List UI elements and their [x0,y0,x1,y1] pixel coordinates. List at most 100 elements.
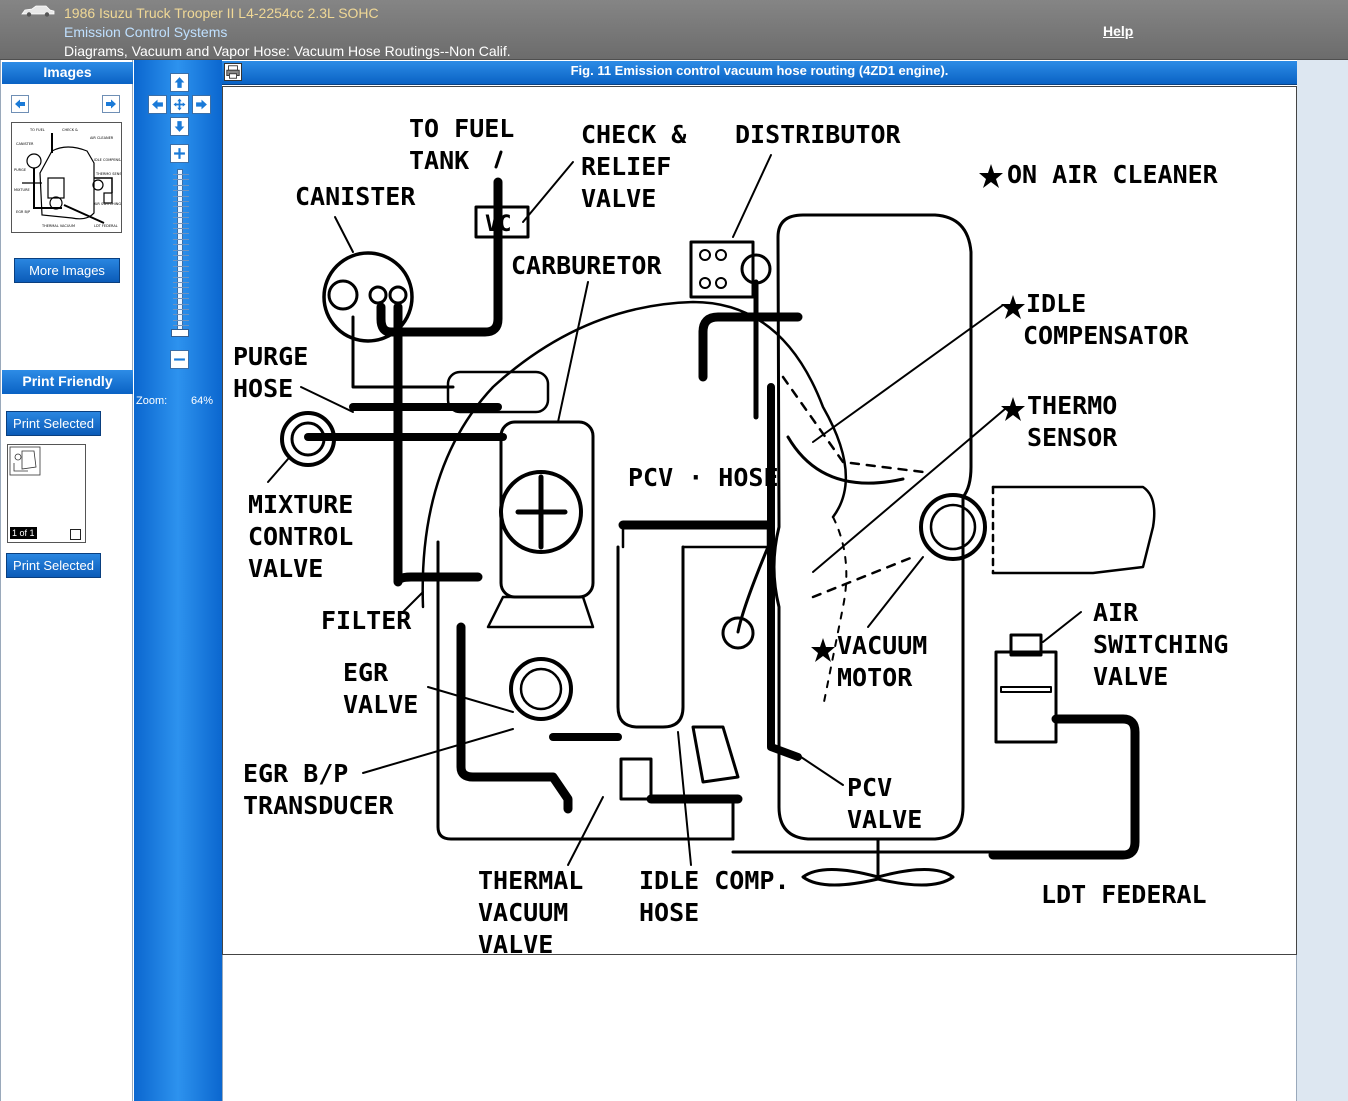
zoom-tick [173,228,189,229]
zoom-tick [173,303,189,305]
vacuum-hose-diagram: TO FUEL TANK CANISTER CHECK & RELIEF VAL… [222,86,1297,955]
zoom-tick [173,314,189,316]
zoom-tick [173,238,189,240]
label-canister: CANISTER [295,182,416,211]
zoom-in-button[interactable] [170,144,189,163]
svg-text:EGR B/P: EGR B/P [16,210,30,214]
print-thumbnail[interactable]: 1 of 1 [7,444,86,543]
content-empty-area [222,955,1297,1101]
pan-left-button[interactable] [148,95,167,114]
label-air-switching-3: VALVE [1093,662,1168,691]
label-idle-compensator-1: IDLE [1026,289,1086,318]
label-pcv-hose: PCV · HOSE [628,463,779,492]
system-title: Emission Control Systems [64,24,228,40]
zoom-value: 64% [191,395,214,407]
label-check-relief-3: VALVE [581,184,656,213]
zoom-slider-track[interactable] [173,169,189,335]
pan-up-button[interactable] [170,73,189,92]
label-vacuum-motor-2: MOTOR [837,663,913,692]
arrow-down-icon [174,121,185,132]
label-thermo-sensor-1: THERMO [1027,391,1117,420]
label-pcv-valve-1: PCV [847,773,892,802]
label-thermal-vacuum-3: VALVE [478,930,553,954]
svg-text:CHECK &: CHECK & [62,128,78,132]
label-egr-valve-1: EGR [343,658,389,687]
label-filter: FILTER [321,606,412,635]
zoom-tick [173,201,189,202]
zoom-tick [173,233,189,235]
print-select-checkbox[interactable] [70,529,81,540]
pan-center-button[interactable] [170,95,189,114]
zoom-tick [173,260,189,262]
print-selected-button-bottom[interactable]: Print Selected [6,553,101,578]
zoom-tick [173,309,189,310]
page-count: 1 of 1 [10,527,37,539]
zoom-tick [173,184,189,186]
printer-icon[interactable] [224,63,242,81]
zoom-tick [173,276,189,278]
label-to-fuel-tank-1: TO FUEL [409,114,514,143]
label-check-relief-2: RELIEF [581,152,671,181]
label-idle-comp-hose-1: IDLE COMP. [639,866,790,895]
arrow-right-icon [106,99,116,109]
label-egr-bp-1: EGR B/P [243,759,348,788]
zoom-tick [173,206,189,208]
zoom-tick [173,244,189,246]
zoom-tick [173,292,189,294]
zoom-tick [173,255,189,256]
label-vacuum-motor-1: VACUUM [837,631,927,660]
top-header-bar: 1986 Isuzu Truck Trooper II L4-2254cc 2.… [0,0,1348,60]
zoom-tick [173,217,189,219]
arrow-right-icon [196,99,207,110]
plus-icon [174,148,185,159]
prev-image-button[interactable] [11,95,29,113]
label-purge-hose-1: PURGE [233,342,308,371]
print-selected-button-top[interactable]: Print Selected [6,411,101,436]
figure-title: Fig. 11 Emission control vacuum hose rou… [570,63,949,78]
svg-text:CANISTER: CANISTER [16,142,34,146]
label-thermo-sensor-2: SENSOR [1027,423,1118,452]
label-purge-hose-2: HOSE [233,374,293,403]
svg-text:AIR CLEANER: AIR CLEANER [90,136,114,140]
zoom-tick [173,325,189,327]
label-egr-bp-2: TRANSDUCER [243,791,394,820]
label-carburetor: CARBURETOR [511,251,662,280]
svg-text:TO FUEL: TO FUEL [29,128,45,132]
zoom-tick [173,211,189,213]
arrow-left-icon [15,99,25,109]
zoom-tick [173,282,189,283]
label-idle-compensator-2: COMPENSATOR [1023,321,1190,350]
zoom-tick [173,287,189,289]
zoom-tick [173,249,189,251]
arrow-up-icon [174,77,185,88]
label-idle-comp-hose-2: HOSE [639,898,699,927]
zoom-tick [173,298,189,300]
label-mixture-control-1: MIXTURE [248,490,353,519]
label-mixture-control-2: CONTROL [248,522,353,551]
zoom-label: Zoom: [136,395,168,407]
pan-down-button[interactable] [170,117,189,136]
minus-icon [174,358,185,361]
svg-text:LDT FEDERAL: LDT FEDERAL [94,224,118,228]
figure-header: Fig. 11 Emission control vacuum hose rou… [222,61,1297,85]
next-image-button[interactable] [102,95,120,113]
label-distributor: DISTRIBUTOR [735,120,902,149]
more-images-button[interactable]: More Images [14,258,120,283]
car-icon [21,5,55,17]
pan-right-button[interactable] [192,95,211,114]
label-thermal-vacuum-2: VACUUM [478,898,568,927]
right-margin [1297,60,1348,1101]
document-path: Diagrams, Vacuum and Vapor Hose: Vacuum … [64,43,511,59]
label-pcv-valve-2: VALVE [847,805,922,834]
label-mixture-control-3: VALVE [248,554,323,583]
zoom-tick [173,179,189,181]
print-friendly-heading: Print Friendly [2,370,133,394]
zoom-slider-handle[interactable] [171,329,189,337]
zoom-out-button[interactable] [170,350,189,369]
zoom-tick [173,319,189,321]
help-link[interactable]: Help [1103,23,1134,39]
zoom-tick [173,195,189,197]
svg-text:MIXTURE: MIXTURE [14,188,30,192]
